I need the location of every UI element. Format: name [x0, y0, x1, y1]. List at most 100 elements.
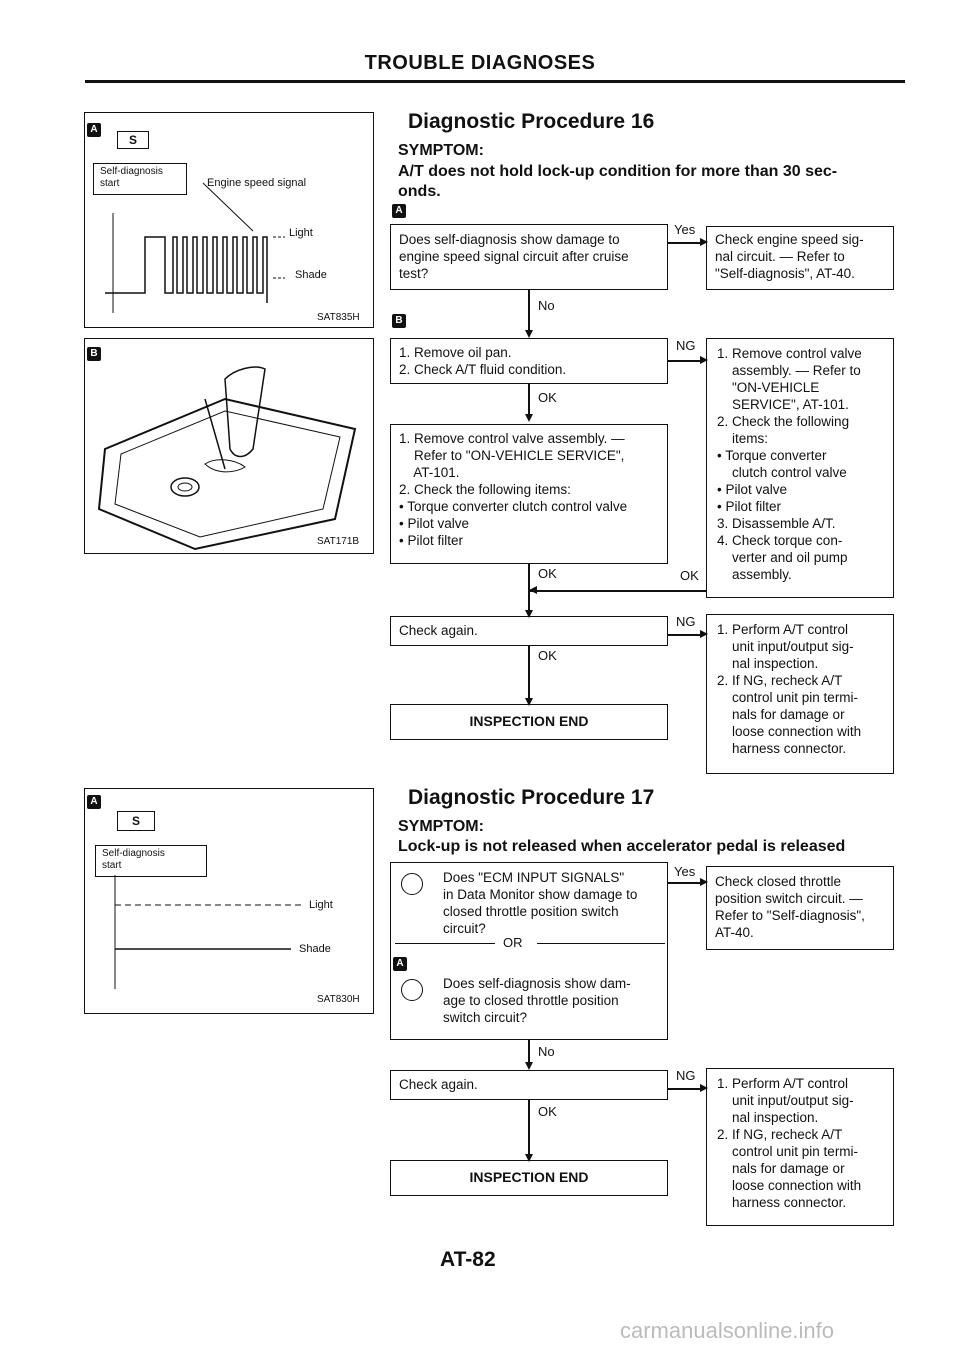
s-lamp-icon: S: [117, 811, 155, 831]
self-diagnosis-box: Self-diagnosis start: [93, 163, 187, 195]
page-title: TROUBLE DIAGNOSES: [364, 52, 596, 74]
marker-b: B: [87, 347, 101, 361]
marker-a: A: [392, 204, 406, 218]
proc16-end: INSPECTION END: [469, 713, 589, 729]
proc16-ng2-box: 1. Perform A/T control unit input/output…: [706, 614, 894, 774]
consult-icon: [401, 873, 423, 895]
proc17-end: INSPECTION END: [469, 1169, 589, 1185]
proc16-question: Does self-diagnosis show damage to engin…: [399, 232, 629, 281]
marker-a: A: [87, 795, 101, 809]
ok-label: OK: [538, 1104, 557, 1119]
figure-engine-speed-signal: A S Self-diagnosis start Engine speed si…: [84, 112, 374, 328]
ok-return-arrowhead: [529, 586, 537, 594]
proc17-question2: Does self-diagnosis show dam- age to clo…: [443, 976, 631, 1025]
proc16-yes-box: Check engine speed sig- nal circuit. — R…: [706, 226, 894, 290]
proc17-symptom-label: SYMPTOM:: [398, 818, 484, 835]
ok-return-line: [528, 590, 706, 592]
yes-arrow-line: [668, 242, 704, 244]
proc17-check-again: Check again.: [399, 1077, 478, 1092]
flow-line: [528, 1040, 530, 1066]
marker-a: A: [87, 123, 101, 137]
flow-line: [528, 290, 530, 334]
flow-arrowhead: [525, 330, 533, 338]
ok-label: OK: [680, 568, 699, 583]
ok-label: OK: [538, 648, 557, 663]
proc17-ng-text: 1. Perform A/T control unit input/output…: [717, 1076, 862, 1210]
self-diagnosis-label: Self-diagnosis start: [100, 166, 163, 189]
watermark: carmanualsonline.info: [620, 1318, 835, 1343]
proc17-ng-box: 1. Perform A/T control unit input/output…: [706, 1068, 894, 1226]
signal-lines: [114, 875, 303, 989]
yes-arrowhead: [700, 238, 708, 246]
proc16-yes-text: Check engine speed sig- nal circuit. — R…: [715, 232, 864, 281]
ng-arrowhead: [700, 1084, 708, 1092]
flow-line: [528, 384, 530, 418]
flow-arrowhead: [525, 698, 533, 706]
proc16-step2-box: 1. Remove oil pan. 2. Check A/T fluid co…: [390, 338, 668, 384]
proc16-question-box: Does self-diagnosis show damage to engin…: [390, 224, 668, 290]
engine-speed-signal-label: Engine speed signal: [207, 177, 307, 189]
or-divider-left: [395, 943, 495, 944]
ng-label: NG: [676, 338, 696, 353]
light-label: Light: [309, 899, 333, 911]
self-diagnosis-icon: [401, 979, 423, 1001]
ng-label: NG: [676, 614, 696, 629]
proc16-step3: 1. Remove control valve assembly. — Refe…: [399, 431, 628, 548]
flow-arrowhead: [525, 1154, 533, 1162]
flow-line: [528, 564, 530, 614]
self-diagnosis-box: Self-diagnosis start: [95, 845, 207, 877]
ng-arrowhead: [700, 630, 708, 638]
marker-b: B: [392, 314, 406, 328]
proc16-check-again: Check again.: [399, 623, 478, 638]
proc17-title: Diagnostic Procedure 17: [408, 786, 655, 809]
page-header: TROUBLE DIAGNOSES: [0, 52, 960, 75]
ng-arrowhead: [700, 356, 708, 364]
proc16-ng2-text: 1. Perform A/T control unit input/output…: [717, 622, 862, 756]
figure-oil-pan: B SAT171B: [84, 338, 374, 554]
proc16-check-again-box: Check again.: [390, 616, 668, 646]
ng-label: NG: [676, 1068, 696, 1083]
proc17-symptom: Lock-up is not released when accelerator…: [398, 838, 846, 855]
figure-code: SAT835H: [317, 312, 360, 323]
or-label: OR: [503, 935, 523, 950]
flow-arrowhead: [525, 414, 533, 422]
proc17-check-again-box: Check again.: [390, 1070, 668, 1100]
ng-arrow-line: [668, 1088, 704, 1090]
proc16-symptom-label: SYMPTOM:: [398, 142, 484, 159]
no-label: No: [538, 298, 555, 313]
proc16-step2: 1. Remove oil pan. 2. Check A/T fluid co…: [399, 345, 567, 377]
yes-arrowhead: [700, 878, 708, 886]
flow-arrowhead: [525, 610, 533, 618]
yes-arrow-line: [668, 882, 704, 884]
flow-line: [528, 646, 530, 702]
or-divider-right: [537, 943, 665, 944]
proc16-ng1-box: 1. Remove control valve assembly. — Refe…: [706, 338, 894, 598]
proc17-yes-box: Check closed throttle position switch ci…: [706, 866, 894, 950]
ng-arrow-line: [668, 634, 704, 636]
proc16-title: Diagnostic Procedure 16: [408, 110, 655, 133]
oil-pan-illustration: [97, 366, 357, 551]
flow-arrowhead: [525, 1062, 533, 1070]
marker-a: A: [393, 957, 407, 971]
proc17-end-box: INSPECTION END: [390, 1160, 668, 1196]
no-label: No: [538, 1044, 555, 1059]
proc17-yes-text: Check closed throttle position switch ci…: [715, 874, 865, 940]
ok-label: OK: [538, 390, 557, 405]
shade-label: Shade: [299, 943, 331, 955]
flow-line: [528, 1100, 530, 1158]
yes-label: Yes: [674, 222, 696, 237]
proc16-step3-box: 1. Remove control valve assembly. — Refe…: [390, 424, 668, 564]
light-label: Light: [289, 227, 313, 239]
header-rule: [85, 80, 905, 83]
proc16-symptom: A/T does not hold lock-up condition for …: [398, 163, 838, 200]
figure-code: SAT830H: [317, 994, 360, 1005]
proc16-end-box: INSPECTION END: [390, 704, 668, 740]
figure-closed-throttle: A S Self-diagnosis start Light Shade SAT…: [84, 788, 374, 1014]
shade-label: Shade: [295, 269, 327, 281]
self-diagnosis-label: Self-diagnosis start: [102, 848, 165, 871]
ok-label: OK: [538, 566, 557, 581]
signal-waveform: [105, 182, 285, 313]
figure-code: SAT171B: [317, 536, 360, 547]
proc17-question-box: Does "ECM INPUT SIGNALS" in Data Monitor…: [390, 862, 668, 1040]
proc17-question1: Does "ECM INPUT SIGNALS" in Data Monitor…: [443, 870, 638, 936]
